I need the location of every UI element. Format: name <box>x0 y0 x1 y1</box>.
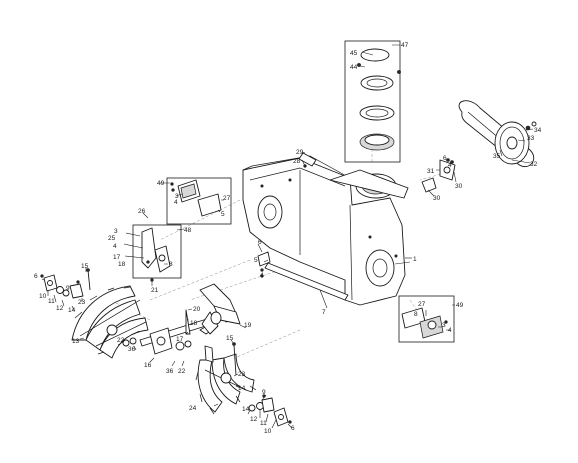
chute-bracket-right <box>421 158 456 193</box>
callout-4e: 4 <box>448 327 452 334</box>
hardware-right <box>232 342 292 427</box>
callout-45: 45 <box>350 50 358 57</box>
group-box-49-lower <box>398 295 455 343</box>
callout-12b: 12 <box>250 416 258 423</box>
callout-3c: 3 <box>442 322 446 329</box>
group-box-48 <box>132 224 182 279</box>
callout-32: 32 <box>530 161 538 168</box>
callout-13: 13 <box>72 338 80 345</box>
callout-4c: 4 <box>113 243 117 250</box>
callout-21: 21 <box>151 287 159 294</box>
hardware-housing-side <box>257 251 271 278</box>
callout-47: 47 <box>401 42 409 49</box>
callout-30b: 30 <box>433 195 441 202</box>
skid-shoe-group-upper <box>166 177 232 225</box>
callout-25: 25 <box>108 235 116 242</box>
auger-left <box>71 285 149 359</box>
chute-ring-upper <box>360 75 394 91</box>
callout-15b: 15 <box>226 335 234 342</box>
callout-7: 7 <box>322 309 326 316</box>
callout-6b: 6 <box>443 155 447 162</box>
callout-26: 26 <box>138 208 146 215</box>
callout-17b: 17 <box>176 336 184 343</box>
callout-34: 34 <box>534 127 542 134</box>
auger-right <box>195 345 257 415</box>
impeller <box>199 283 241 335</box>
callout-19: 19 <box>244 322 252 329</box>
callout-23b: 23 <box>238 371 246 378</box>
callout-9b: 9 <box>262 389 266 396</box>
callout-1: 1 <box>413 256 417 263</box>
callout-49-lower: 49 <box>456 302 464 309</box>
callout-5b: 5 <box>254 257 258 264</box>
callout-36a: 36 <box>128 346 136 353</box>
shave-plate <box>264 262 349 301</box>
leader-lines <box>41 44 534 429</box>
callout-36b: 36 <box>166 368 174 375</box>
callout-23a: 23 <box>78 299 86 306</box>
callout-14a: 14 <box>68 307 76 314</box>
callout-8b: 8 <box>414 311 418 318</box>
housing-shell <box>242 157 406 306</box>
callout-10a: 10 <box>39 293 47 300</box>
callout-11a: 11 <box>48 298 55 305</box>
callout-28: 28 <box>293 158 301 165</box>
chute-cap <box>360 48 390 62</box>
callout-20: 20 <box>193 306 201 313</box>
callout-18b: 18 <box>190 320 198 327</box>
chute-ring-middle <box>359 105 395 121</box>
callout-27b: 27 <box>418 301 426 308</box>
callout-8a: 8 <box>169 261 173 268</box>
bearing-plate-left <box>141 227 157 269</box>
callout-3b: 3 <box>114 228 118 235</box>
callout-48: 48 <box>184 227 192 234</box>
callout-5a: 5 <box>221 211 225 218</box>
callout-labels: 1 47 45 44 34 33 35 32 29 28 6 4 31 30 3… <box>34 42 542 435</box>
callout-22a: 22 <box>117 337 125 344</box>
callout-49-upper: 49 <box>157 180 165 187</box>
callout-11b: 11 <box>260 420 267 427</box>
callout-9a: 9 <box>66 285 70 292</box>
callout-30a: 30 <box>455 183 463 190</box>
chute-rotation-group <box>344 40 401 163</box>
callout-33: 33 <box>527 135 535 142</box>
callout-4b: 4 <box>448 162 452 169</box>
callout-10b: 10 <box>264 428 272 435</box>
callout-44: 44 <box>350 64 358 71</box>
callout-14b: 14 <box>238 385 246 392</box>
callout-16: 16 <box>144 362 152 369</box>
housing-top-flange <box>329 169 409 199</box>
callout-35: 35 <box>493 153 501 160</box>
callout-31: 31 <box>427 168 435 175</box>
callout-14c: 14 <box>242 406 250 413</box>
hardware-left <box>40 268 91 299</box>
skid-shoe-group-lower <box>398 295 455 343</box>
housing-bearing-left <box>257 195 283 229</box>
callout-6c: 6 <box>258 239 262 246</box>
pulley-belt-assembly <box>458 100 537 168</box>
housing-bearing-right <box>365 249 395 287</box>
group-box-47 <box>344 40 401 163</box>
callout-6a: 6 <box>34 273 38 280</box>
callout-17a: 17 <box>113 254 121 261</box>
callout-18a: 18 <box>118 261 126 268</box>
callout-3a: 3 <box>175 193 179 200</box>
callout-27a: 27 <box>223 195 231 202</box>
bearing-plate-group <box>132 224 182 282</box>
callout-24: 24 <box>189 405 197 412</box>
callout-15a: 15 <box>81 263 89 270</box>
callout-22b: 22 <box>178 368 186 375</box>
group-box-49-upper <box>166 177 232 225</box>
callout-29: 29 <box>296 149 304 156</box>
auger-housing <box>242 155 409 306</box>
callout-4d: 4 <box>260 272 264 279</box>
callout-6d: 6 <box>291 425 295 432</box>
callout-12a: 12 <box>56 305 64 312</box>
callout-4a: 4 <box>174 199 178 206</box>
